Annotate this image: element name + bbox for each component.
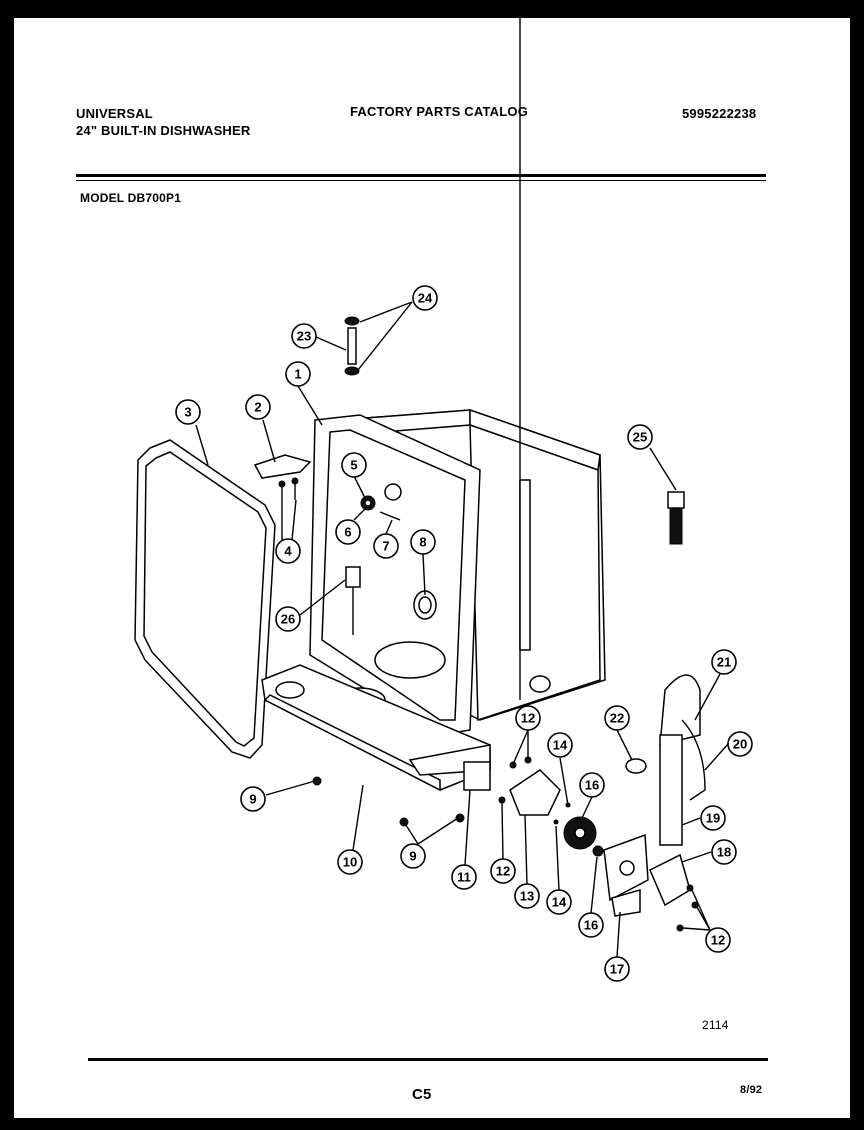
- svg-text:11: 11: [457, 870, 471, 885]
- hinge-bracket: [253, 454, 312, 479]
- svg-text:12: 12: [521, 711, 535, 726]
- product-label: 24" BUILT-IN DISHWASHER: [76, 123, 251, 138]
- brand-label: UNIVERSAL: [76, 106, 153, 121]
- svg-text:12: 12: [496, 864, 510, 879]
- svg-text:21: 21: [717, 655, 731, 670]
- drain-hose-parts: [625, 674, 706, 932]
- svg-text:26: 26: [281, 612, 295, 627]
- hinge-screws: [278, 477, 299, 505]
- inlet-fittings: [360, 483, 402, 521]
- svg-text:3: 3: [184, 405, 191, 420]
- callout-9a: 9: [240, 786, 266, 812]
- callout-20: 20: [727, 731, 753, 757]
- svg-text:8: 8: [419, 535, 426, 550]
- leader-lines: [195, 301, 729, 958]
- svg-text:20: 20: [733, 737, 747, 752]
- callout-14b: 14: [546, 889, 572, 915]
- callout-19: 19: [700, 805, 726, 831]
- svg-text:10: 10: [343, 855, 357, 870]
- callout-10: 10: [337, 849, 363, 875]
- callout-6: 6: [335, 519, 361, 545]
- callout-22: 22: [604, 705, 630, 731]
- callout-2: 2: [245, 394, 271, 420]
- svg-text:1: 1: [294, 367, 301, 382]
- callout-12c: 12: [705, 927, 731, 953]
- svg-text:17: 17: [610, 962, 624, 977]
- callouts: 1 2 3 4 5 6 7 8 9 9 10 11 12 12 12 13 14…: [175, 285, 753, 982]
- svg-text:5: 5: [350, 458, 357, 473]
- page-number: C5: [412, 1086, 432, 1103]
- callout-8: 8: [410, 529, 436, 555]
- callout-9b: 9: [400, 843, 426, 869]
- door-gasket: [134, 439, 276, 759]
- callout-12b: 12: [490, 858, 516, 884]
- footer-rule: [88, 1058, 768, 1061]
- header-rule-thin: [76, 180, 766, 181]
- svg-text:18: 18: [717, 845, 731, 860]
- svg-text:2: 2: [254, 400, 261, 415]
- callout-3: 3: [175, 399, 201, 425]
- svg-text:19: 19: [706, 811, 720, 826]
- svg-text:14: 14: [552, 895, 567, 910]
- callout-24: 24: [412, 285, 438, 311]
- float-switch: [345, 566, 361, 635]
- callout-26: 26: [275, 606, 301, 632]
- revision-date: 8/92: [740, 1084, 763, 1096]
- svg-text:16: 16: [585, 778, 599, 793]
- svg-text:24: 24: [418, 291, 433, 306]
- svg-text:12: 12: [711, 933, 725, 948]
- callout-12a: 12: [515, 705, 541, 731]
- callout-4: 4: [275, 538, 301, 564]
- svg-text:9: 9: [249, 792, 256, 807]
- svg-text:16: 16: [584, 918, 598, 933]
- callout-17: 17: [604, 956, 630, 982]
- svg-text:9: 9: [409, 849, 416, 864]
- callout-21: 21: [711, 649, 737, 675]
- callout-5: 5: [341, 452, 367, 478]
- svg-text:23: 23: [297, 329, 311, 344]
- figure-code: 2114: [702, 1018, 729, 1032]
- svg-text:4: 4: [284, 544, 292, 559]
- svg-text:13: 13: [520, 889, 534, 904]
- elbow-fitting: [667, 491, 685, 545]
- svg-text:22: 22: [610, 711, 624, 726]
- callout-11: 11: [451, 864, 477, 890]
- svg-text:7: 7: [382, 539, 389, 554]
- callout-18: 18: [711, 839, 737, 865]
- hose-fitting: [344, 316, 360, 376]
- svg-text:6: 6: [344, 525, 351, 540]
- header-rule-thick: [76, 174, 766, 177]
- callout-16b: 16: [578, 912, 604, 938]
- svg-text:14: 14: [553, 738, 568, 753]
- callout-1: 1: [285, 361, 311, 387]
- tub-front-frame: [309, 414, 481, 736]
- callout-13: 13: [514, 883, 540, 909]
- callout-14a: 14: [547, 732, 573, 758]
- callout-23: 23: [291, 323, 317, 349]
- callout-7: 7: [373, 533, 399, 559]
- motor-mount-parts: [463, 756, 649, 917]
- callout-16a: 16: [579, 772, 605, 798]
- callout-25: 25: [627, 424, 653, 450]
- catalog-number: 5995222238: [682, 106, 757, 121]
- catalog-title: FACTORY PARTS CATALOG: [350, 104, 529, 119]
- model-label: MODEL DB700P1: [80, 191, 182, 205]
- svg-text:25: 25: [633, 430, 647, 445]
